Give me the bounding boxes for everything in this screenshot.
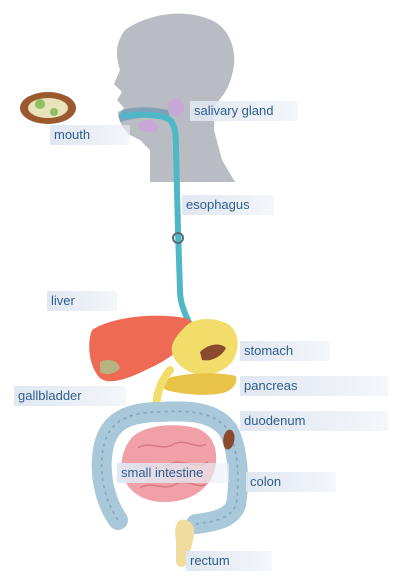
label-duodenum: duodenum	[240, 411, 388, 431]
pancreas-shape	[162, 373, 236, 395]
mouth-inset-spot	[35, 99, 45, 109]
label-mouth: mouth	[50, 125, 130, 145]
mouth-inset-inner	[28, 98, 68, 118]
mouth-inset-spot-2	[50, 108, 58, 116]
label-stomach: stomach	[240, 341, 330, 361]
label-small-intestine: small intestine	[117, 463, 229, 483]
label-liver: liver	[47, 291, 117, 311]
label-pancreas: pancreas	[240, 376, 388, 396]
label-gallbladder: gallbladder	[14, 386, 126, 406]
label-rectum: rectum	[186, 551, 272, 571]
label-colon: colon	[246, 472, 336, 492]
label-esophagus: esophagus	[182, 195, 274, 215]
label-salivary-gland: salivary gland	[190, 101, 298, 121]
